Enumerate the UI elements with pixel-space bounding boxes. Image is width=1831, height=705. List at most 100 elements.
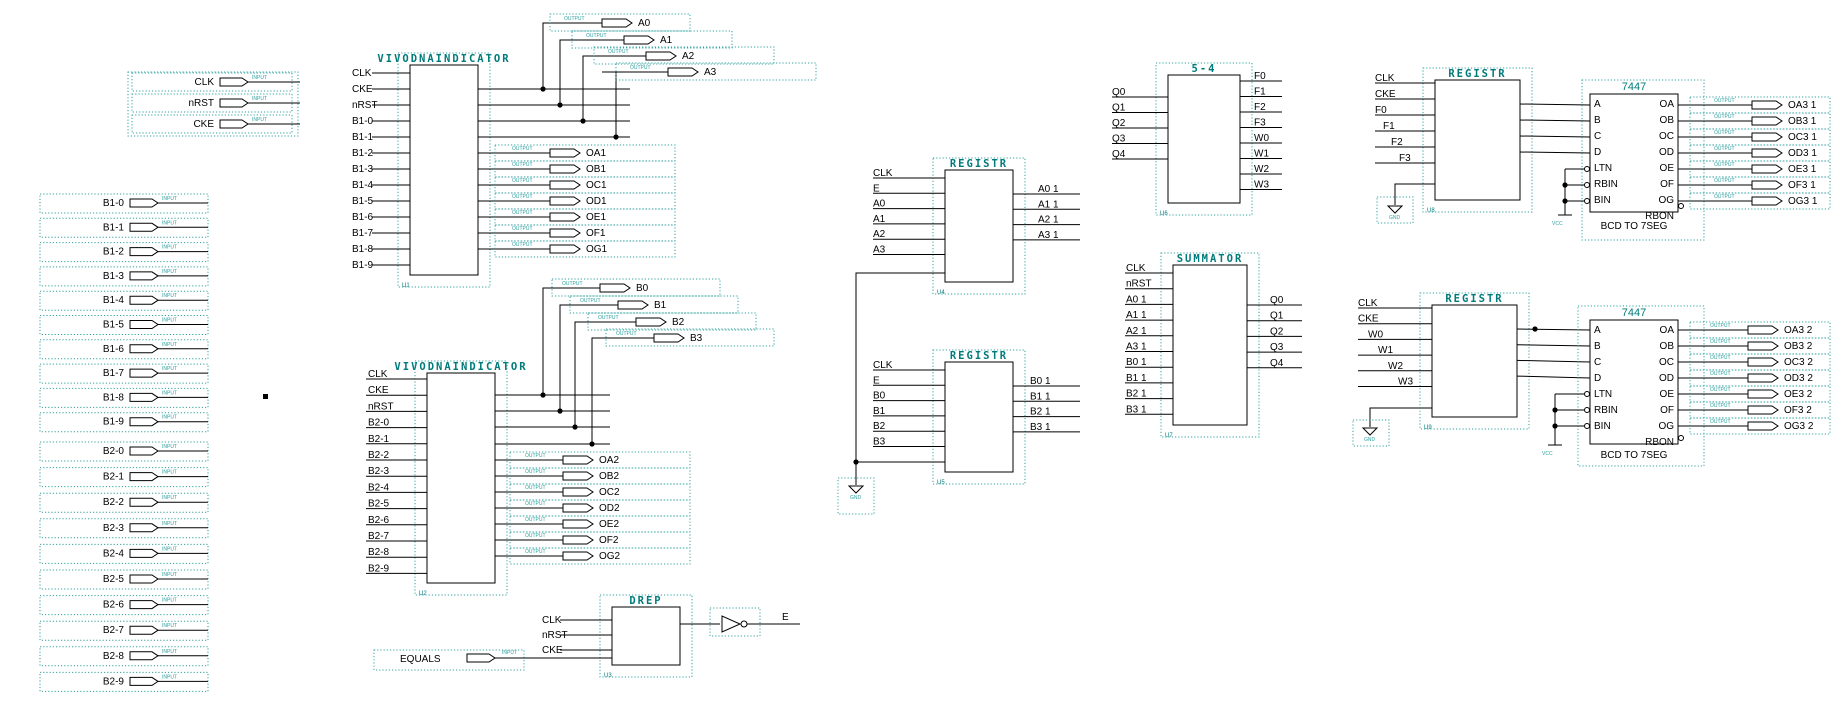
output-pin-symbol <box>562 455 594 465</box>
vcc-label: VCC <box>1552 221 1563 227</box>
pin-outline <box>1689 337 1831 355</box>
reg-to-dec <box>1519 151 1591 154</box>
input-pin-tag: INPUT <box>162 245 177 251</box>
output-pin-tag: OUTPUT <box>525 453 546 459</box>
input-pin-symbol <box>129 295 159 305</box>
input-pin-label: B2-2 <box>103 497 125 508</box>
reg-b-in-b2: B2 <box>873 421 886 432</box>
summator-outline <box>1160 252 1260 438</box>
output-pin-label: B3 <box>690 333 703 344</box>
summ-in: A0 1 <box>1126 294 1147 305</box>
pin-outline <box>494 240 676 258</box>
reg-b-out: B1 1 <box>1030 391 1051 402</box>
reg-f-body <box>1434 79 1521 201</box>
output-pin-symbol <box>617 300 649 310</box>
drep-outline <box>599 594 693 678</box>
pin-outline <box>39 266 209 287</box>
inv-bubble <box>1584 423 1590 429</box>
input-pin-tag: INPUT <box>162 269 177 275</box>
dec1-outline <box>1581 79 1705 241</box>
reg-to-dec <box>1519 135 1591 138</box>
vivod2-body <box>426 372 496 584</box>
vivod1-in-b1-8: B1-8 <box>352 244 374 255</box>
reg-a-out: A2 1 <box>1038 215 1059 226</box>
input-pin-tag: INPUT <box>162 521 177 527</box>
vivod2-in-b2-7: B2-7 <box>368 531 390 542</box>
reg-f-in-f2: F2 <box>1391 137 1403 148</box>
output-pin-tag: OUTPUT <box>1710 387 1731 393</box>
output-pin-label: OA2 <box>599 455 619 466</box>
reg-b-in-b1: B1 <box>873 406 886 417</box>
output-pin-symbol <box>1747 325 1779 335</box>
reg-f-gnd <box>1394 183 1435 205</box>
dec2-title: 7447 <box>1622 307 1646 319</box>
summ-in: B3 1 <box>1126 404 1147 415</box>
input-pin-symbol <box>129 344 159 354</box>
pin-outline <box>39 467 209 488</box>
vivod2-in-b2-2: B2-2 <box>368 450 390 461</box>
output-pin-label: OD3 1 <box>1788 148 1817 159</box>
output-pin-label: OG2 <box>599 551 621 562</box>
output-pin-label: OB2 <box>599 471 619 482</box>
vivod1-in-nrst: nRST <box>352 100 378 111</box>
dec2-pin-a: A <box>1594 325 1601 336</box>
pin-outline <box>1689 96 1831 114</box>
dec2-pin-od: OD <box>1659 373 1674 384</box>
pin-outline <box>39 518 209 539</box>
output-pin-tag: OUTPUT <box>525 517 546 523</box>
reg-f-in-cke: CKE <box>1375 89 1396 100</box>
output-pin-tag: OUTPUT <box>512 226 533 232</box>
output-pin-symbol <box>1747 389 1779 399</box>
input-pin-symbol <box>129 497 159 507</box>
reg-a-out: A3 1 <box>1038 230 1059 241</box>
reg-b-body <box>944 361 1014 473</box>
output-pin-symbol <box>562 487 594 497</box>
output-pin-tag: OUTPUT <box>586 33 607 39</box>
reg-w-title: REGISTR <box>1445 293 1503 305</box>
output-pin-label: OC3 1 <box>1788 132 1817 143</box>
vivod1-title: VIVODNAINDICATOR <box>377 53 510 65</box>
output-pin-symbol <box>549 212 581 222</box>
vivod2-outline <box>414 360 508 596</box>
reg-f-title: REGISTR <box>1448 68 1506 80</box>
input-pin-tag: INPUT <box>162 598 177 604</box>
dec1-pin-c: C <box>1594 131 1601 142</box>
summator-title: SUMMATOR <box>1177 253 1244 265</box>
vivod2-in-b2-9: B2-9 <box>368 563 390 574</box>
input-pin-tag: INPUT <box>162 318 177 324</box>
input-pin-label: B1-2 <box>103 247 125 258</box>
reg-f-in-f0: F0 <box>1375 105 1387 116</box>
vivod2-title: VIVODNAINDICATOR <box>394 361 527 373</box>
pin-outline <box>1689 353 1831 371</box>
summ-in: A2 1 <box>1126 326 1147 337</box>
output-pin-label: OA3 2 <box>1784 325 1813 336</box>
input-pin-label: B1-1 <box>103 222 125 233</box>
input-pin-label: B1-9 <box>103 417 125 428</box>
pin-outline <box>1689 160 1831 178</box>
gnd-bus <box>855 272 945 463</box>
pin-outline <box>39 595 209 616</box>
vivod2-in-b2-6: B2-6 <box>368 515 390 526</box>
input-pin-symbol <box>129 417 159 427</box>
vivod2-in-b2-4: B2-4 <box>368 482 390 493</box>
vivod1-in-b1-5: B1-5 <box>352 196 374 207</box>
junction-dot <box>580 118 586 124</box>
dec1-caption: BCD TO 7SEG <box>1601 221 1668 232</box>
input-pin-symbol <box>129 625 159 635</box>
dec2-pin-of: OF <box>1660 405 1674 416</box>
input-pin-label: B1-8 <box>103 392 125 403</box>
pin-outline <box>1689 192 1831 210</box>
input-pin-label: B1-7 <box>103 368 125 379</box>
